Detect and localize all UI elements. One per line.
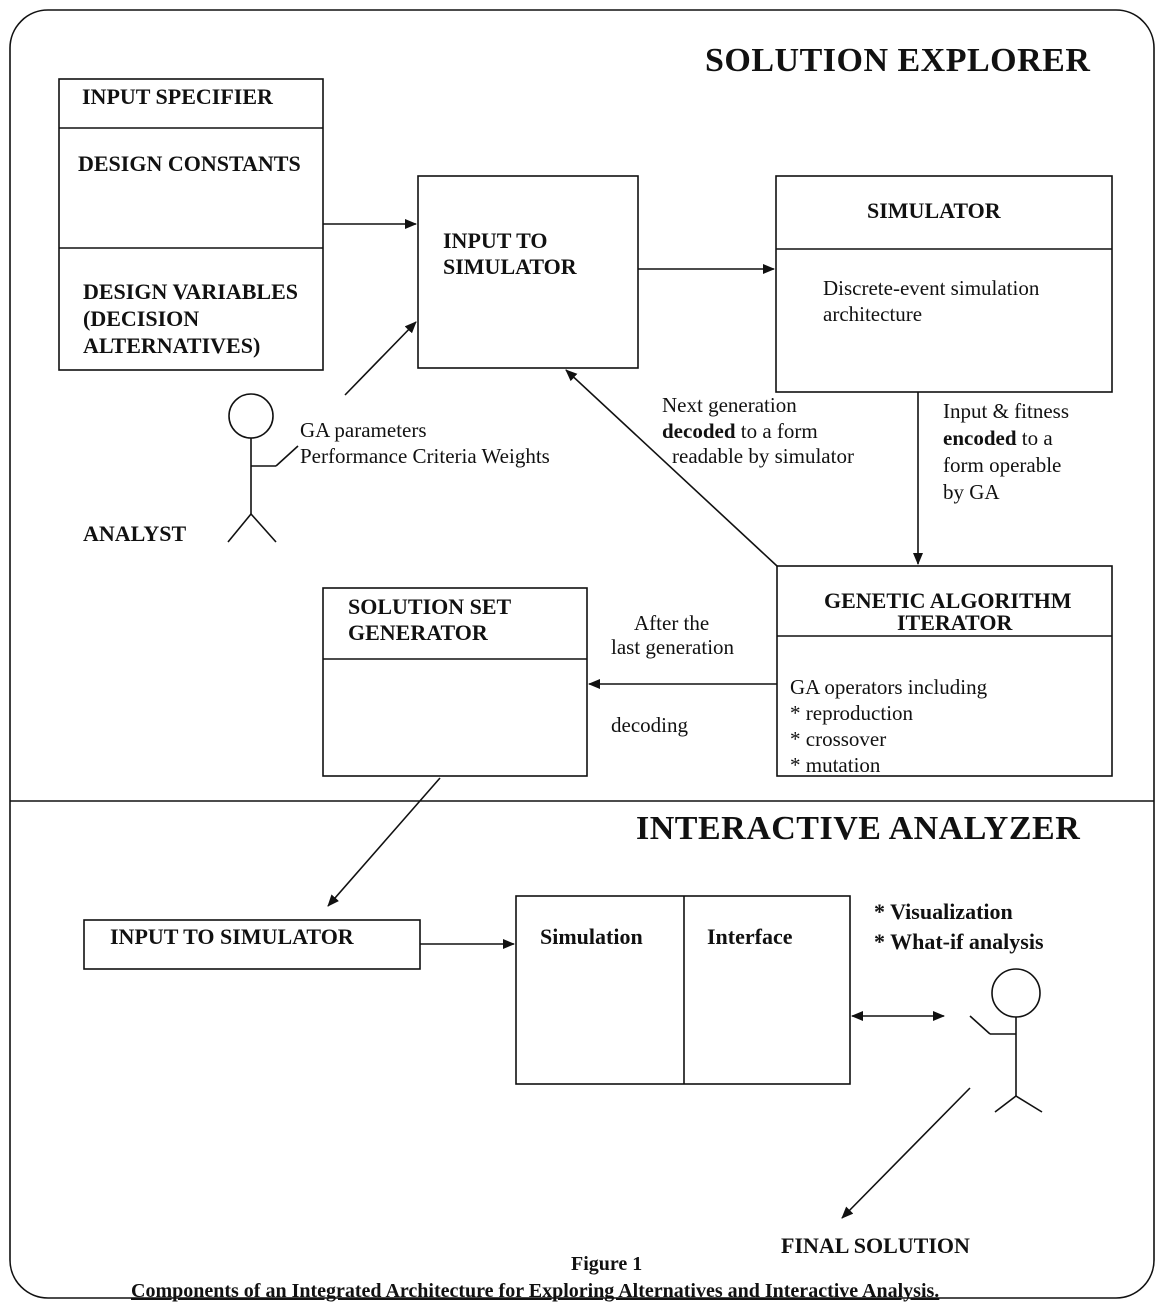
arrow-analyst-to-input [344,321,417,396]
ga-op-mutation: * mutation [790,753,881,777]
visualization-label: * Visualization [874,899,1013,924]
decoding-label: decoding [611,713,688,737]
ga-parameters-label: GA parameters [300,418,427,442]
decision-label: (DECISION [83,306,200,331]
input-to-simulator-line2: SIMULATOR [443,254,577,279]
arrow-user-to-final [841,1087,971,1219]
what-if-label: * What-if analysis [874,929,1044,954]
simulator-desc-line1: Discrete-event simulation [823,276,1040,300]
input-fitness-line2: encoded to a [943,426,1053,450]
after-last-line2: last generation [611,635,735,659]
analyst-figure [227,393,299,543]
ga-op-reproduction: * reproduction [790,701,914,725]
interactive-analyzer-title: INTERACTIVE ANALYZER [636,810,1081,847]
ia-input-label: INPUT TO SIMULATOR [110,924,354,949]
arrow-solution-to-ia [327,777,441,907]
analyst-label: ANALYST [83,521,187,546]
design-constants-label: DESIGN CONSTANTS [78,151,301,176]
user-figure [969,968,1043,1113]
ga-op-crossover: * crossover [790,727,887,751]
simulator-box [775,175,1113,393]
input-to-simulator-box [417,175,639,369]
solution-set-title-line1: SOLUTION SET [348,594,512,619]
after-last-line1: After the [634,611,710,635]
arrow-ga-to-input [565,369,778,567]
next-generation-line2: decoded to a form [662,419,818,443]
simulator-desc-line2: architecture [823,302,923,326]
final-solution-label: FINAL SOLUTION [781,1233,970,1258]
performance-weights-label: Performance Criteria Weights [300,444,550,468]
simulator-title: SIMULATOR [867,198,1001,223]
ga-iterator-title-line2: ITERATOR [897,610,1013,635]
simulation-label: Simulation [540,924,643,949]
solution-set-box [322,587,588,777]
input-fitness-line3: form operable [943,453,1062,477]
ga-iterator-title-line1: GENETIC ALGORITHM [824,588,1072,613]
input-fitness-line4: by GA [943,480,1000,504]
ga-iterator-box [776,565,1113,777]
ga-operators-label: GA operators including [790,675,988,699]
solution-set-title-line2: GENERATOR [348,620,488,645]
next-generation-line1: Next generation [662,393,797,417]
solution-explorer-title: SOLUTION EXPLORER [705,42,1091,79]
design-variables-label: DESIGN VARIABLES [83,279,298,304]
interface-label: Interface [707,924,793,949]
input-to-simulator-line1: INPUT TO [443,228,548,253]
input-fitness-line1: Input & fitness [943,399,1069,423]
next-generation-line3: readable by simulator [672,444,854,468]
figure-caption: Components of an Integrated Architecture… [131,1280,940,1302]
input-specifier-title: INPUT SPECIFIER [82,84,273,109]
alternatives-label: ALTERNATIVES) [83,333,261,358]
outer-frame [9,9,1155,1299]
simulation-interface-box [515,895,851,1085]
figure-label: Figure 1 [571,1253,643,1275]
